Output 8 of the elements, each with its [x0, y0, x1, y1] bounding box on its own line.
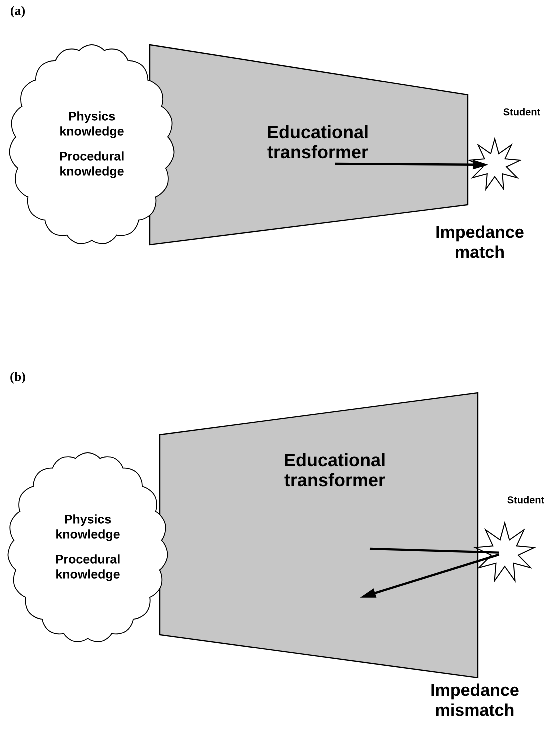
- knowledge-cloud: Physics knowledge Procedural knowledge: [8, 452, 168, 642]
- panel-label: (b): [10, 372, 26, 384]
- student-label: Student: [508, 496, 544, 504]
- knowledge-cloud: Physics knowledge Procedural knowledge: [9, 44, 175, 244]
- student-label: Student: [504, 108, 540, 116]
- impedance-label: Impedance mismatch: [432, 684, 519, 716]
- transformer-trapezoid: Educational transformer: [159, 392, 479, 679]
- panel-label: (a): [10, 6, 26, 18]
